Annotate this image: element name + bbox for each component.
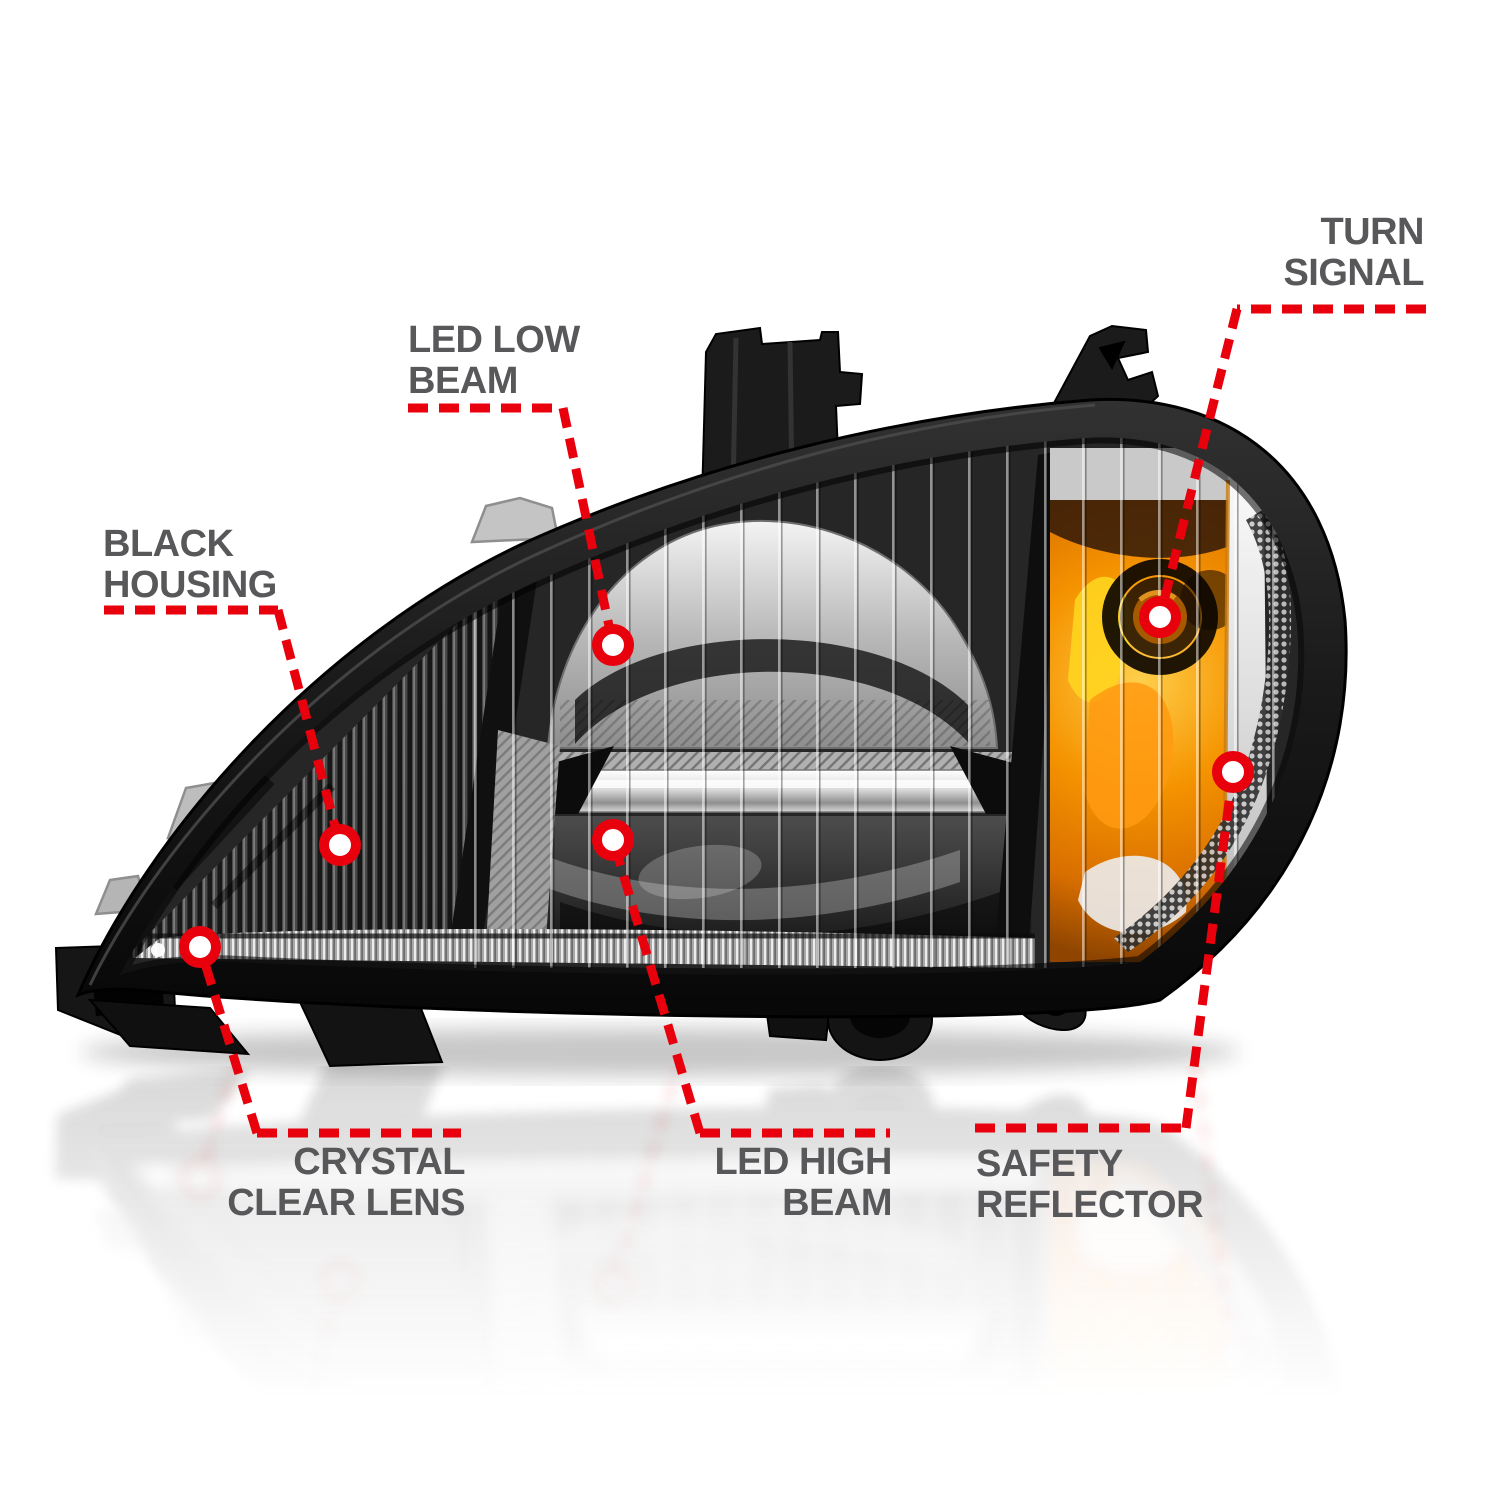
leader-black-housing [273, 608, 345, 847]
ground-shadow [80, 1028, 1240, 1076]
leader-lines [104, 304, 1426, 1138]
callout-annotations [104, 304, 1426, 1138]
callout-turn-signal: TURN SIGNAL [1283, 212, 1424, 294]
callout-led-low-beam-line1: LED LOW [408, 319, 580, 361]
leader-led-low-beam [558, 407, 618, 646]
callout-safety-reflector: SAFETY REFLECTOR [976, 1143, 1204, 1226]
marker-led-high-beam [592, 819, 634, 861]
callout-crystal-clear-lens: CRYSTAL CLEAR LENS [227, 1142, 465, 1224]
callout-black-housing: BLACK HOUSING [103, 524, 277, 606]
callout-led-high-beam-line2: BEAM [782, 1182, 892, 1224]
marker-black-housing [319, 824, 361, 866]
leader-turn-signal [1155, 307, 1242, 619]
callout-crystal-clear-lens-line1: CRYSTAL [293, 1141, 465, 1183]
callout-black-housing-line1: BLACK [103, 523, 234, 565]
callout-led-low-beam: LED LOW BEAM [408, 320, 580, 402]
leader-crystal-clear-lens [195, 945, 262, 1135]
callout-led-low-beam-line2: BEAM [408, 360, 518, 402]
callout-black-housing-line2: HOUSING [103, 564, 277, 606]
marker-safety-reflector [1212, 751, 1254, 793]
callout-led-high-beam-line1: LED HIGH [714, 1141, 892, 1183]
headlamp-assembly [54, 324, 1348, 1068]
callout-crystal-clear-lens-line2: CLEAR LENS [227, 1182, 465, 1224]
leader-led-high-beam [608, 838, 705, 1135]
callout-turn-signal-line2: SIGNAL [1283, 252, 1424, 294]
callout-safety-reflector-line1: SAFETY [976, 1143, 1123, 1185]
callout-safety-reflector-line2: REFLECTOR [976, 1184, 1204, 1226]
marker-turn-signal [1139, 596, 1181, 638]
callout-led-high-beam: LED HIGH BEAM [714, 1142, 892, 1224]
callout-markers [179, 596, 1254, 968]
marker-crystal-clear-lens [179, 926, 221, 968]
callout-turn-signal-line1: TURN [1320, 211, 1424, 253]
marker-led-low-beam [592, 624, 634, 666]
